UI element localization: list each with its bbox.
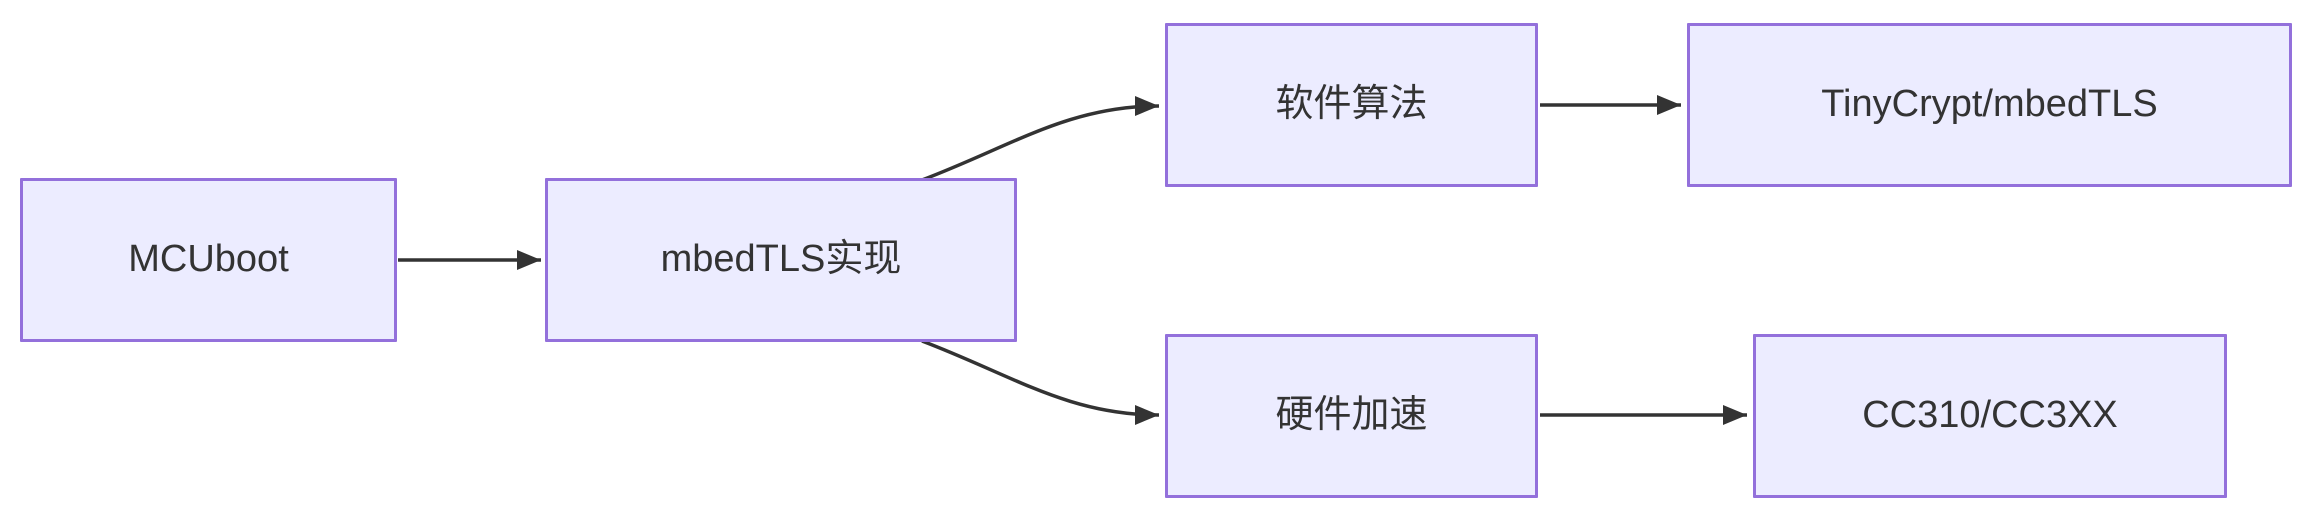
edge-mbedtls-to-software-arrow: [921, 96, 1160, 182]
edge-mbedtls-to-hardware-arrow: [921, 339, 1160, 425]
node-tinycrypt-label: TinyCrypt/mbedTLS: [1821, 83, 2158, 126]
node-mcuboot: MCUboot: [20, 178, 397, 342]
node-tinycrypt: TinyCrypt/mbedTLS: [1687, 23, 2292, 187]
node-mbedtls-impl: mbedTLS实现: [545, 178, 1017, 342]
node-hardware-accel: 硬件加速: [1165, 334, 1538, 498]
node-software-algo-label: 软件算法: [1275, 83, 1428, 126]
node-software-algo: 软件算法: [1165, 23, 1538, 187]
node-cc310-label: CC310/CC3XX: [1862, 394, 2118, 437]
node-cc310: CC310/CC3XX: [1753, 334, 2227, 498]
node-hardware-accel-label: 硬件加速: [1275, 394, 1428, 437]
node-mbedtls-impl-label: mbedTLS实现: [660, 238, 902, 281]
node-mcuboot-label: MCUboot: [128, 238, 289, 281]
